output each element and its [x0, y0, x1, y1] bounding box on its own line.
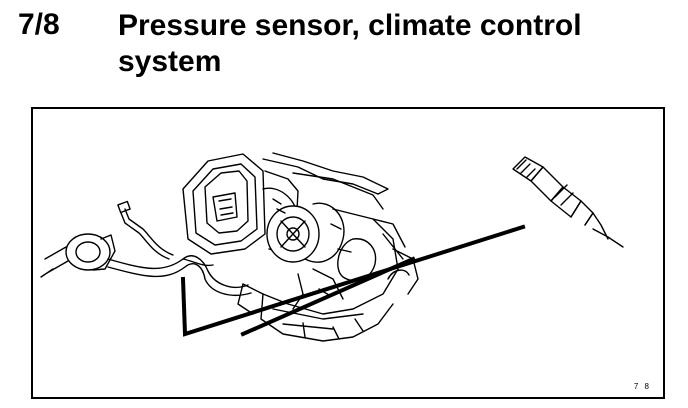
figure-code: 7 8: [633, 382, 651, 391]
refrigerant-pipes-drawing: [107, 200, 252, 297]
page-title: Pressure sensor, climate control system: [118, 9, 582, 78]
leader-lines: [180, 224, 526, 337]
section-number: 7/8: [18, 8, 60, 41]
climate-housing-drawing: [182, 152, 419, 342]
climate-unit-illustration: [40, 152, 624, 342]
hose-grommet-drawing: [40, 233, 116, 278]
pressure-sensor-drawing: [512, 156, 624, 248]
figure-frame: 7 8: [31, 107, 665, 399]
